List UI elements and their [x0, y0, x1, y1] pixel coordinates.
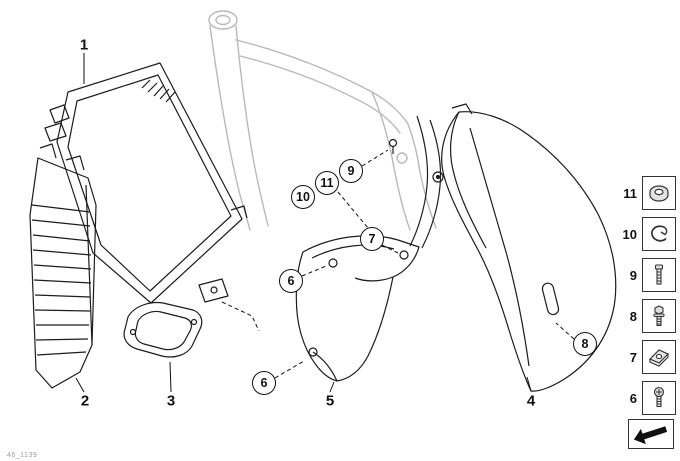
washer-icon: [649, 185, 669, 202]
legend-row-10: 10: [619, 217, 676, 251]
legend-number-7: 7: [629, 349, 637, 365]
part-label-4[interactable]: 4: [526, 392, 536, 410]
part-label-2[interactable]: 2: [80, 392, 90, 410]
front-direction-arrow-icon: [633, 426, 668, 445]
legend-number-10: 10: [622, 226, 637, 242]
part-4-outline: [441, 111, 617, 392]
part-label-5[interactable]: 5: [325, 392, 335, 410]
legend-box-7: [642, 340, 676, 374]
part-1-windshield-drawing: [44, 62, 248, 304]
legend-number-8: 8: [629, 308, 637, 324]
spring-clip-icon: [651, 225, 668, 242]
diagram-code: 46_1139: [7, 452, 38, 459]
callout-10[interactable]: 10: [291, 185, 315, 209]
part-3-plate-drawing: [123, 301, 203, 358]
fastener-marks-drawing: [388, 138, 398, 154]
collar-screw-icon: [654, 264, 664, 285]
legend-box-10: [642, 217, 676, 251]
label-leader-lines: [75, 53, 532, 393]
part-5-center-panel-drawing: [295, 235, 420, 382]
dashed-leader-lines: [221, 149, 575, 379]
part-5-outline: [295, 235, 420, 382]
legend-row-7: 7: [619, 340, 676, 374]
legend-box-11: [642, 176, 676, 210]
legend-number-9: 9: [629, 267, 637, 283]
clip-nut-icon: [648, 349, 670, 367]
legend-row-11: 11: [619, 176, 676, 210]
legend-row-9: 9: [619, 258, 676, 292]
callout-6-upper[interactable]: 6: [279, 269, 303, 293]
callout-7[interactable]: 7: [360, 227, 384, 251]
legend-box-9: [642, 258, 676, 292]
part-label-1[interactable]: 1: [79, 36, 89, 54]
pan-head-screw-icon: [653, 386, 665, 408]
part-2-grille-drawing: [29, 143, 97, 389]
hex-screw-icon: [653, 305, 665, 327]
legend-number-6: 6: [629, 390, 637, 406]
legend-number-11: 11: [623, 185, 637, 201]
legend-row-6: 6: [619, 381, 676, 415]
hardware-legend: 11 10 9: [619, 176, 676, 415]
direction-arrow-box: [628, 419, 674, 449]
legend-box-8: [642, 299, 676, 333]
part-4-side-panel-drawing: [409, 103, 617, 392]
legend-row-8: 8: [619, 299, 676, 333]
legend-box-6: [642, 381, 676, 415]
callout-11[interactable]: 11: [315, 171, 339, 195]
part-2-outline: [29, 157, 97, 389]
frame-ghost-drawing: [208, 10, 437, 231]
callout-9[interactable]: 9: [339, 159, 363, 183]
callout-8[interactable]: 8: [573, 332, 597, 356]
part-label-3[interactable]: 3: [166, 392, 176, 410]
part-3-outline: [123, 301, 203, 358]
callout-6-lower[interactable]: 6: [252, 371, 276, 395]
